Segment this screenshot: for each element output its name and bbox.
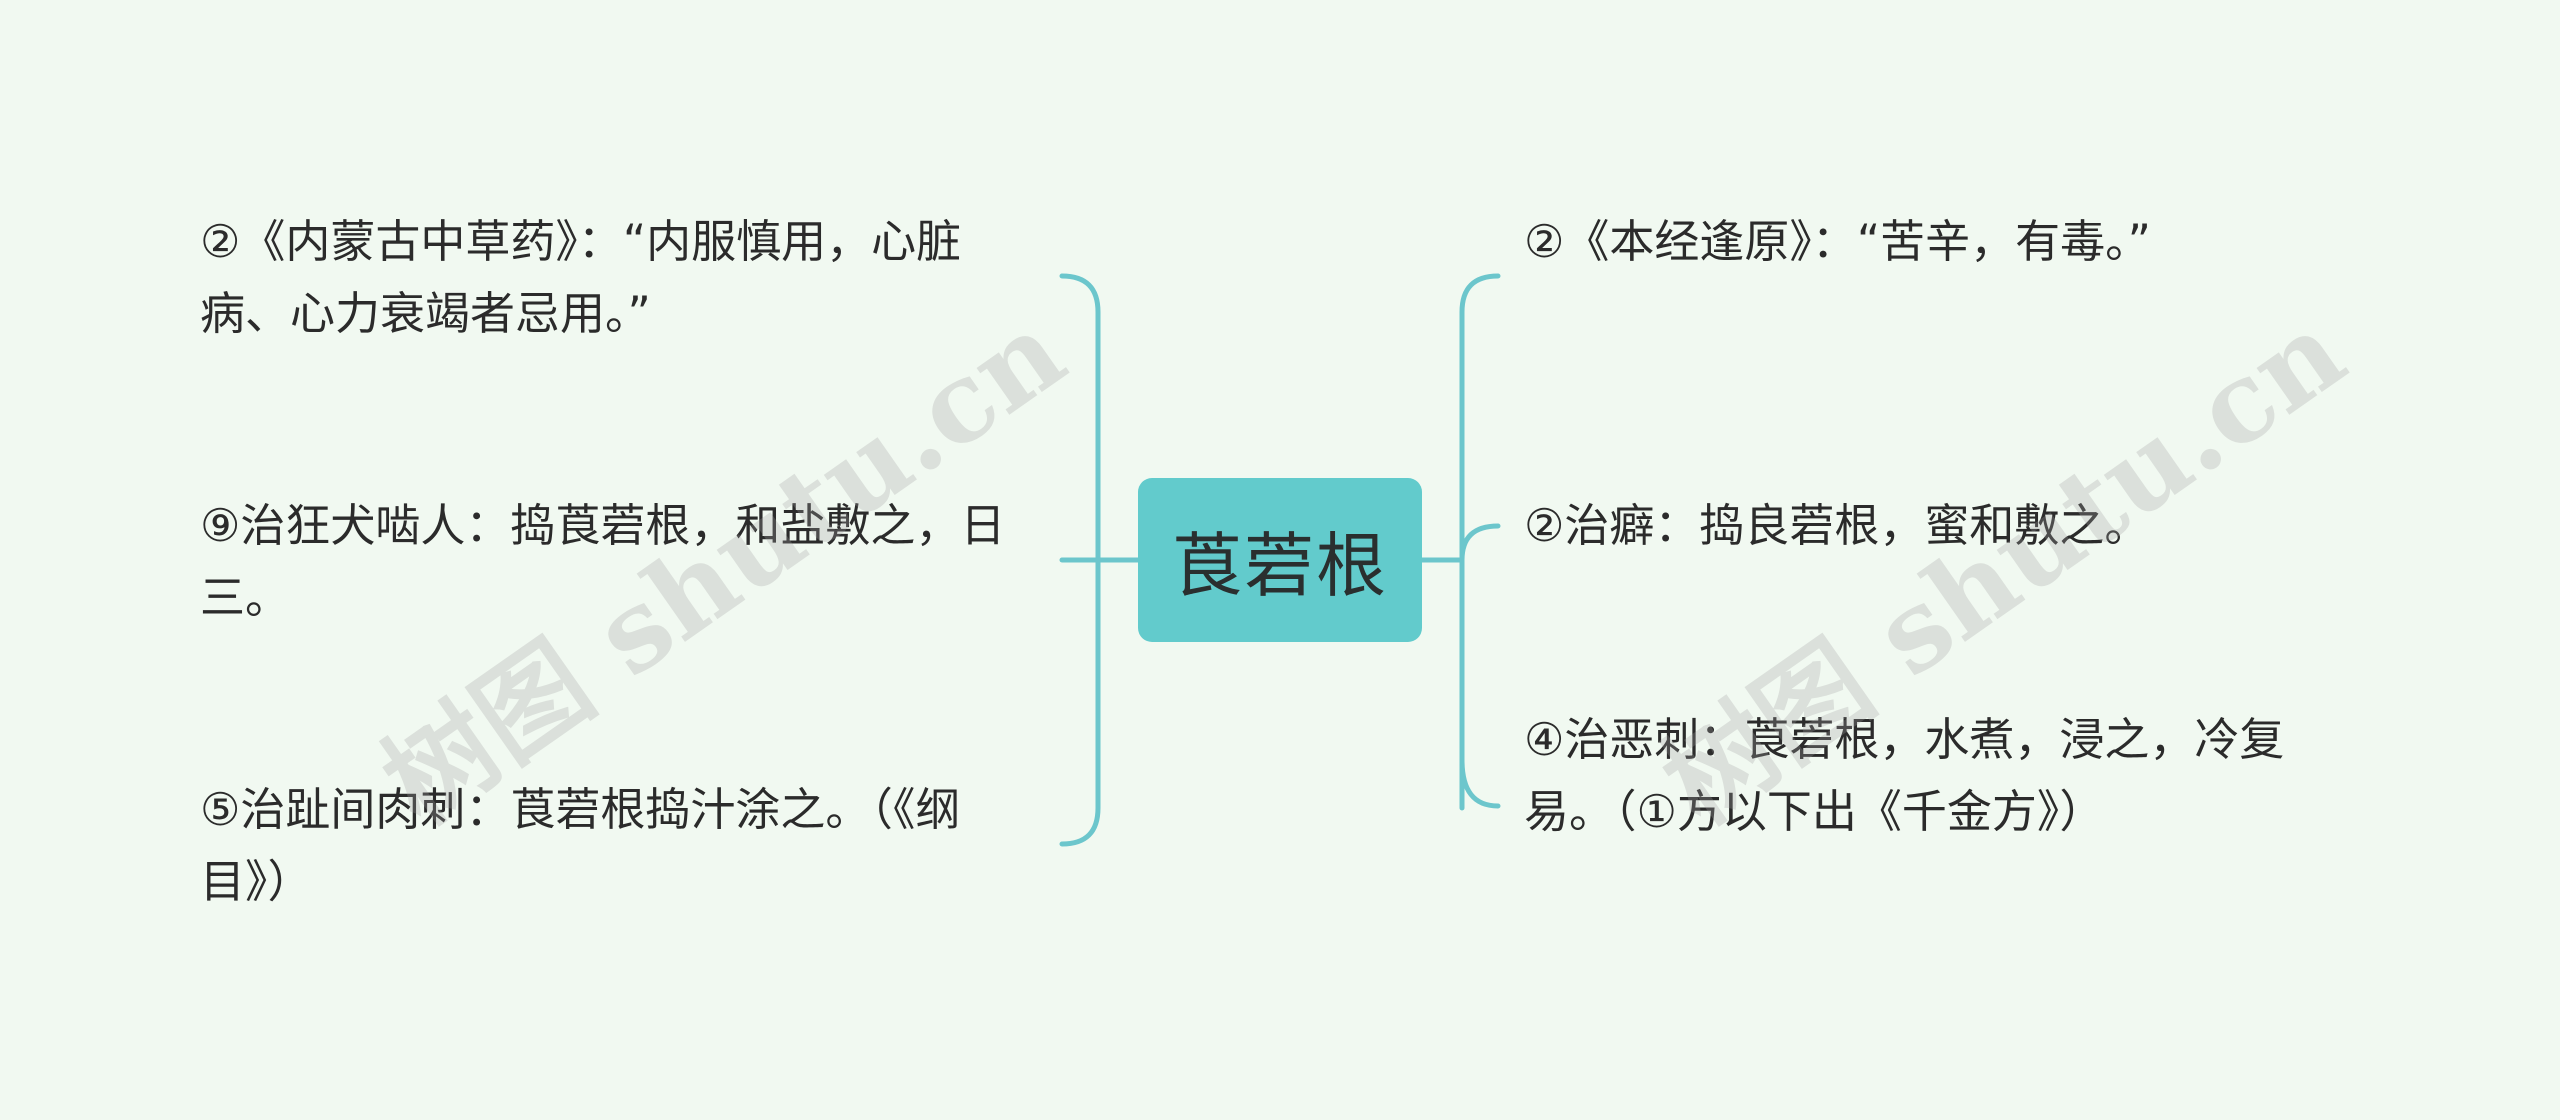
left-branch-topic-3[interactable]: ⑤治趾间肉刺：莨菪根捣汁涂之。（《纲目》）: [200, 783, 961, 908]
left-branch-topic-1[interactable]: ②《内蒙古中草药》：“内服慎用，心脏病、心力衰竭者忌用。”: [200, 215, 962, 340]
right-branch-middle: [1459, 523, 1501, 563]
left-bracket: [1059, 273, 1101, 847]
left-branch-topic-2[interactable]: ⑨治狂犬啮人：捣莨菪根，和盐敷之，日三。: [200, 499, 1006, 624]
right-bracket-top: [1459, 273, 1501, 813]
root-topic[interactable]: 莨菪根: [1138, 478, 1422, 642]
right-branch-topic-3[interactable]: ④治恶刺：莨菪根，水煮，浸之，冷复易。（①方以下出《千金方》）: [1524, 713, 2285, 838]
right-branch-topic-2[interactable]: ②治癖：捣良菪根，蜜和敷之。: [1524, 499, 2150, 552]
right-branch-topic-1[interactable]: ②《本经逢原》：“苦辛，有毒。”: [1524, 215, 2151, 268]
right-branch-bottom: [1459, 757, 1501, 809]
